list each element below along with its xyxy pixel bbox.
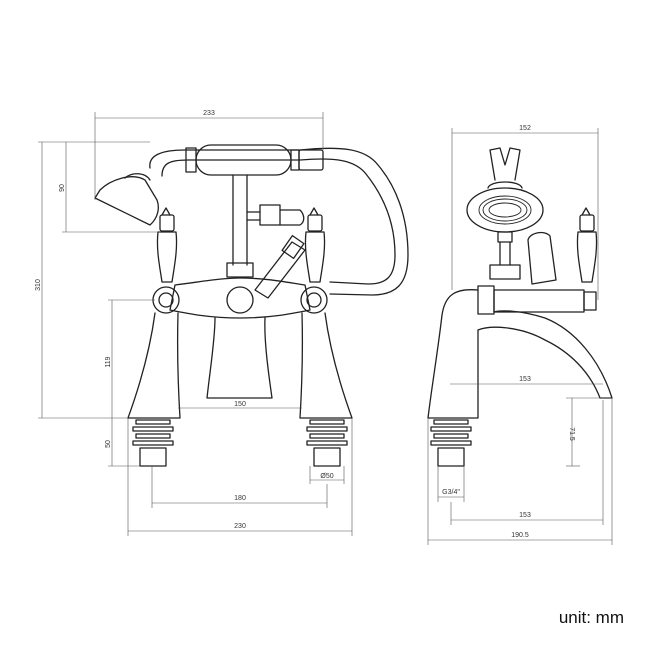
spout-front	[206, 317, 273, 399]
dim-handset-height: 90	[59, 184, 66, 192]
dim-body-height: 119	[105, 356, 112, 367]
front-dimensions: 233 310 90 119 50 150 Ø50 180	[35, 110, 353, 536]
dim-centres: 180	[234, 495, 246, 502]
body-bar	[169, 277, 311, 319]
left-valve-boss	[152, 286, 180, 314]
right-leg	[299, 312, 353, 419]
diverter-nut	[259, 204, 281, 226]
side-view	[427, 147, 613, 467]
dim-total-height: 310	[35, 279, 42, 291]
body-top-nut	[226, 262, 254, 278]
handset-collar-left	[185, 147, 197, 173]
hose-inner	[161, 158, 396, 285]
dim-tail-height: 50	[105, 440, 112, 448]
side-spout	[427, 289, 613, 419]
side-diverter-lever	[527, 231, 557, 285]
dim-reach-from-tail: 153	[519, 512, 531, 519]
front-view	[94, 144, 409, 467]
dim-tail-diameter: Ø50	[320, 473, 333, 480]
diverter-lever	[254, 241, 306, 299]
side-body-nut	[477, 285, 495, 315]
right-tail	[306, 419, 348, 467]
hose-connector	[298, 149, 324, 171]
dim-thread: G3/4"	[442, 489, 460, 496]
left-lever	[156, 231, 178, 283]
left-leg	[127, 312, 181, 419]
side-shower-head	[466, 187, 544, 233]
shower-head	[94, 176, 159, 226]
side-top-nut	[489, 264, 521, 280]
side-dimensions: 152 153 71.5 G3/4" 153 190.5	[427, 125, 613, 545]
side-body	[493, 289, 585, 313]
right-lever	[304, 231, 326, 283]
dim-front-total-width: 233	[203, 110, 215, 117]
body-centre-boss	[226, 286, 254, 314]
unit-label: unit: mm	[558, 608, 624, 627]
side-tail	[430, 419, 472, 467]
shower-head-neck	[124, 173, 151, 181]
dim-side-top-width: 152	[519, 125, 531, 132]
side-lever	[576, 231, 598, 283]
right-valve-boss	[300, 286, 328, 314]
dim-base-width: 230	[234, 523, 246, 530]
dim-spout-width: 150	[234, 401, 246, 408]
hose-outer	[149, 147, 409, 296]
dim-spout-reach: 153	[519, 376, 531, 383]
dim-spout-height: 71.5	[568, 427, 575, 441]
left-tail	[132, 419, 174, 467]
dim-side-total-depth: 190.5	[511, 532, 529, 539]
